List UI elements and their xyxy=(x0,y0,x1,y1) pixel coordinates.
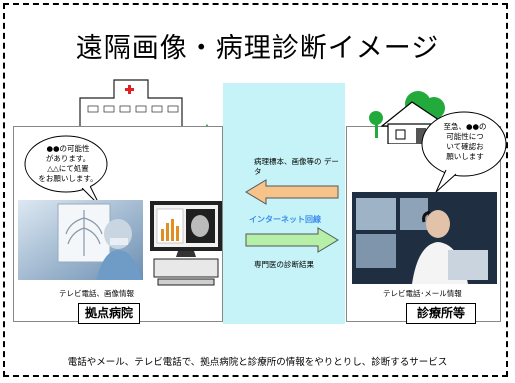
clinic-label: 診療所等 xyxy=(406,303,476,324)
internet-line-label: インターネット回線 xyxy=(249,215,321,224)
arrow-left-icon xyxy=(245,179,339,205)
computer-monitor-icon xyxy=(150,201,222,286)
hospital-building-icon xyxy=(79,79,183,136)
page-title: 遠隔画像・病理診断イメージ xyxy=(75,33,440,64)
left-bubble-text: ●●の可能性 があります。 △△にて処置 をお願いします。 xyxy=(38,144,98,183)
right-caption: テレビ電話･メール情報 xyxy=(383,289,462,298)
diagnosis-result-text: 専門医の診断結果 xyxy=(254,260,314,269)
network-band xyxy=(223,83,345,324)
doctor-phone-photo xyxy=(352,192,497,284)
right-bubble-text: 至急、●●の 可能性につ いて確認お 願いします xyxy=(443,122,487,161)
dashed-frame xyxy=(3,3,508,377)
hospital-label: 拠点病院 xyxy=(78,303,140,324)
data-transfer-text: 病理標本、画像等の データ xyxy=(254,157,339,176)
doctor-xray-photo xyxy=(18,200,143,280)
arrow-right-icon xyxy=(245,227,339,253)
left-caption: テレビ電話、画像情報 xyxy=(59,289,134,298)
footer-caption: 電話やメール、テレビ電話で、拠点病院と診療所の情報をやりとりし、診断するサービス xyxy=(67,357,448,368)
